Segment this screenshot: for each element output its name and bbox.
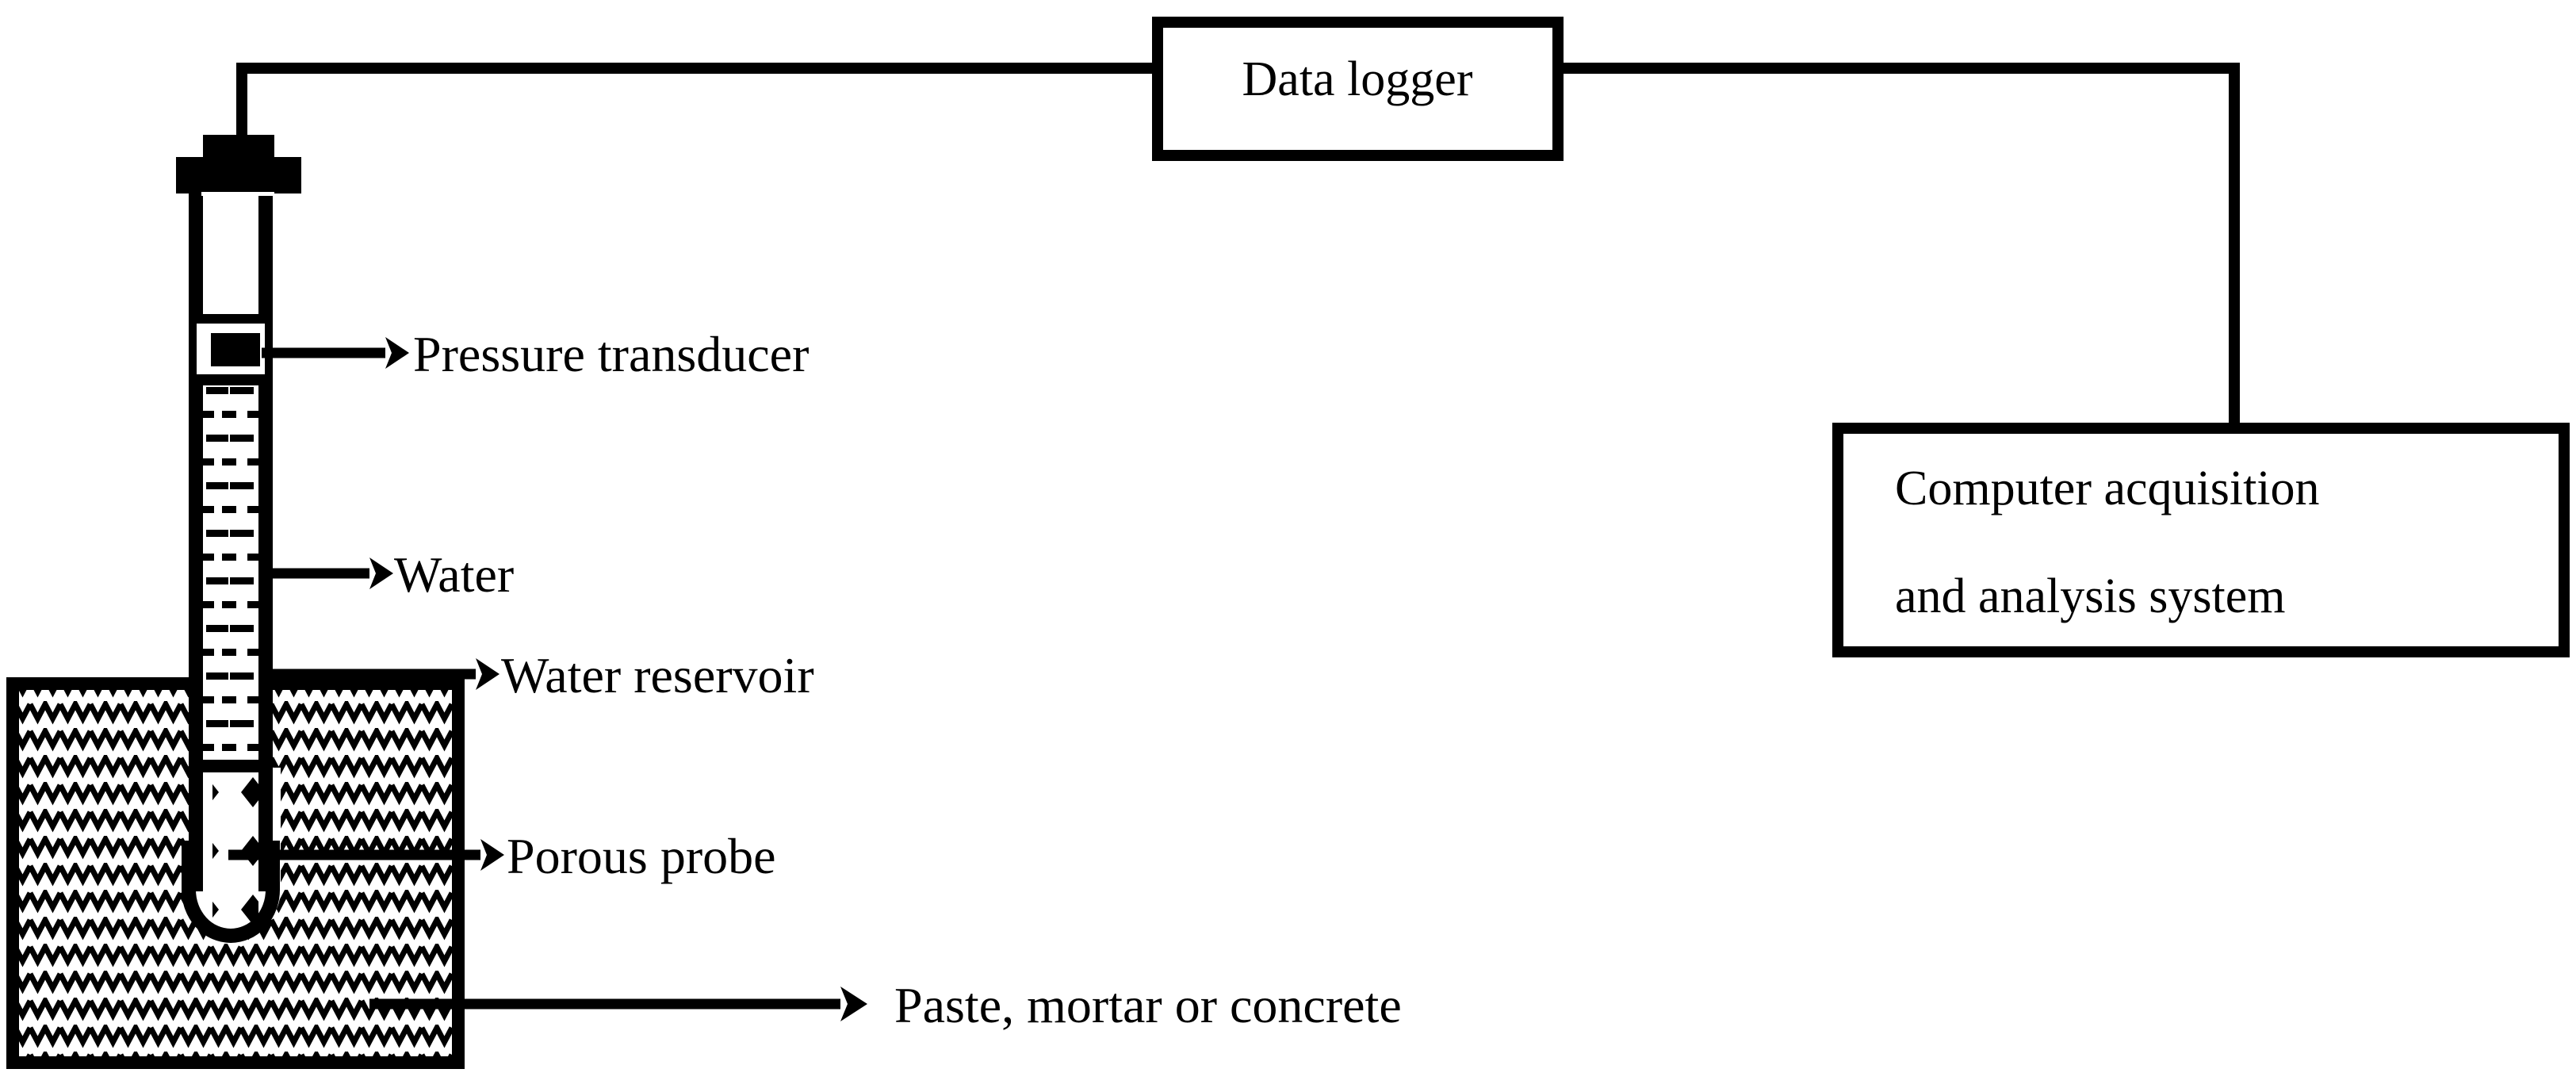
- tube-wall-right: [258, 193, 273, 891]
- callout-pressure-transducer: Pressure transducer: [262, 326, 809, 382]
- probe-cap-top: [203, 135, 274, 167]
- callout-paste-mortar-concrete: Paste, mortar or concrete: [369, 977, 1402, 1033]
- tube-wall-left: [189, 193, 203, 891]
- probe-tip-rounded-bottom: [182, 841, 280, 943]
- transducer-window-top-edge: [189, 314, 273, 324]
- porous-probe-arrow-head: [480, 839, 504, 871]
- water-label: Water: [394, 546, 514, 603]
- transducer-window-bottom-edge: [189, 374, 273, 385]
- porous-section-divider: [189, 760, 273, 772]
- paste-mortar-concrete-label: Paste, mortar or concrete: [894, 977, 1402, 1033]
- wiring-group: [236, 63, 2240, 438]
- data-logger-label: Data logger: [1242, 52, 1473, 106]
- computer-system-box[interactable]: Computer acquisition and analysis system: [1832, 423, 2570, 657]
- callout-porous-probe: Porous probe: [228, 828, 776, 884]
- pressure-transducer-arrow-head: [385, 337, 409, 369]
- water-reservoir-label: Water reservoir: [501, 647, 814, 703]
- water-column-fill: [203, 379, 258, 768]
- callout-water-reservoir: Water reservoir: [266, 647, 814, 703]
- computer-system-box-frame[interactable]: [1832, 423, 2570, 657]
- probe-assembly: [176, 135, 301, 943]
- paste-arrow-head: [840, 987, 867, 1021]
- computer-system-label-line1: Computer acquisition: [1895, 462, 2320, 515]
- water-reservoir-arrow-head: [476, 658, 500, 690]
- porous-probe-label: Porous probe: [507, 828, 776, 884]
- data-logger-box-frame[interactable]: [1152, 17, 1564, 161]
- pressure-transducer-block: [211, 333, 260, 366]
- probe-cap-seam: [201, 192, 274, 196]
- wire-logger-to-probe: [236, 63, 1158, 148]
- callout-water: Water: [262, 546, 514, 603]
- computer-system-label-line2: and analysis system: [1895, 569, 2286, 623]
- water-arrow-head: [369, 557, 393, 589]
- data-logger-box[interactable]: Data logger: [1152, 17, 1564, 161]
- wire-logger-to-computer: [1558, 63, 2240, 438]
- pressure-transducer-label: Pressure transducer: [413, 326, 809, 382]
